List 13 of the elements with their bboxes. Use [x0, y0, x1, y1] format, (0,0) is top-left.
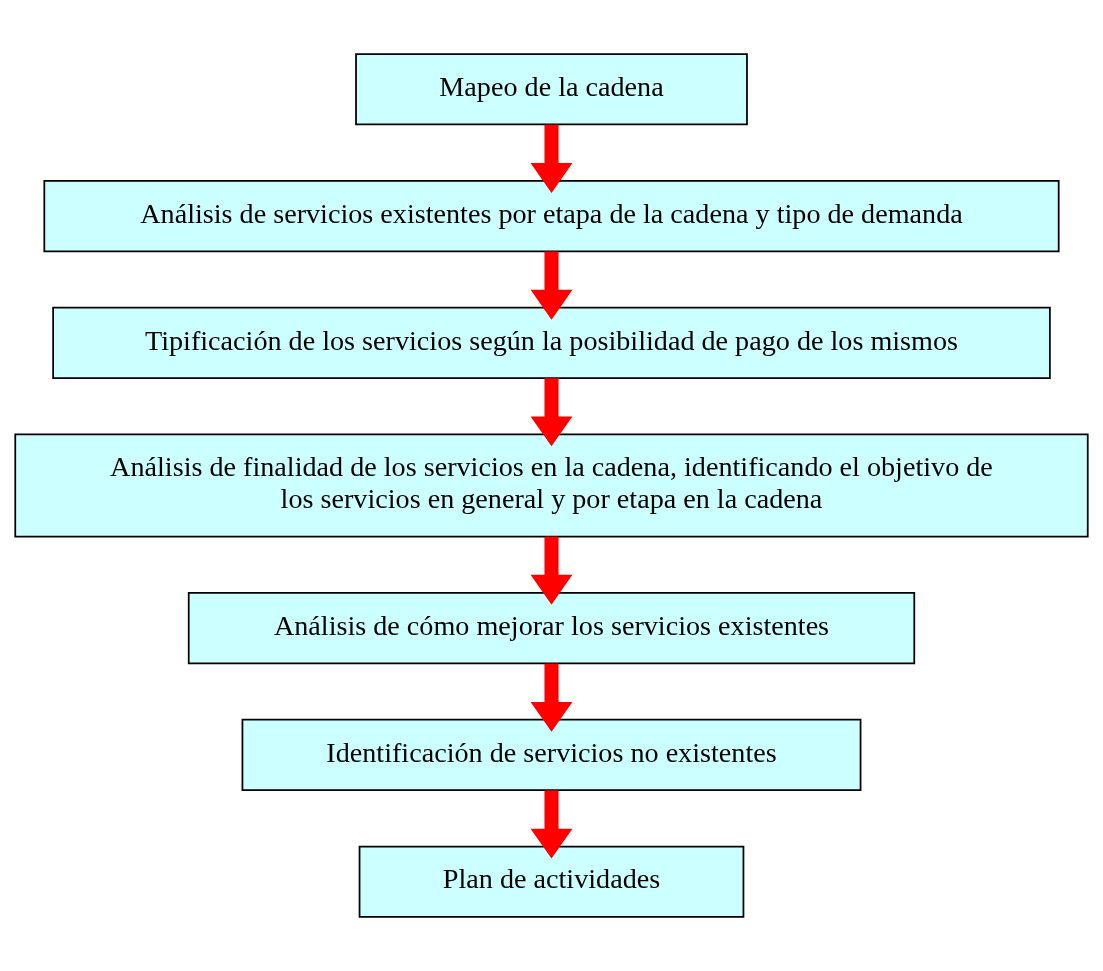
arrow — [530, 536, 573, 605]
node-box: Identificación de servicios no existentes — [241, 718, 862, 792]
arrow — [530, 124, 573, 193]
node-box: Plan de actividades — [358, 845, 745, 918]
node-box: Análisis de cómo mejorar los servicios existentes — [187, 592, 916, 665]
node-box: Tipificación de los servicios según la posibilidad de pago de los mismos — [52, 306, 1051, 379]
arrow — [530, 251, 573, 320]
arrow — [530, 790, 573, 859]
arrow — [530, 378, 573, 447]
node-box: Análisis de finalidad de los servicios en la cadena, identificando el objetivo de los servicios en general y por etapa en la cadena — [14, 433, 1089, 538]
node-box: Mapeo de la cadena — [355, 53, 748, 126]
arrow — [530, 663, 573, 732]
node-box: Análisis de servicios existentes por etapa de la cadena y tipo de demanda — [43, 179, 1060, 253]
